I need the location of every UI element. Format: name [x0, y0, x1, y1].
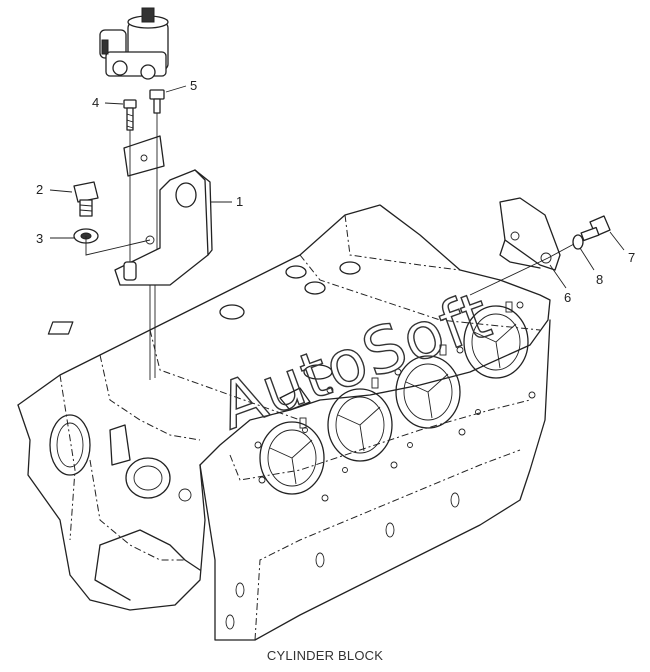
- deck-holes: [254, 301, 536, 502]
- front-end-bores: [49, 414, 201, 601]
- bolt-2: [73, 181, 99, 217]
- cylinder-block: [17, 204, 551, 641]
- side-holes: [225, 492, 460, 630]
- cylinder-bores: [259, 305, 529, 495]
- callout-3: 3: [36, 231, 43, 246]
- callout-1: 1: [236, 194, 243, 209]
- bolt-5: [149, 89, 165, 114]
- solenoid-assembly: [99, 7, 169, 80]
- bracket-6: [499, 197, 561, 271]
- callout-2: 2: [36, 182, 43, 197]
- bolt-4: [123, 99, 137, 131]
- callout-5: 5: [190, 78, 197, 93]
- callout-6: 6: [564, 290, 571, 305]
- watermark: AutoSoft: [210, 278, 501, 444]
- washer-8: [572, 234, 584, 250]
- callout-4: 4: [92, 95, 99, 110]
- callout-7: 7: [628, 250, 635, 265]
- callout-8: 8: [596, 272, 603, 287]
- bracket-1: [114, 169, 213, 286]
- mounting-plate: [123, 135, 165, 177]
- top-bores: [47, 261, 361, 411]
- bolt-7: [580, 215, 611, 242]
- diagram-caption: CYLINDER BLOCK: [266, 648, 384, 663]
